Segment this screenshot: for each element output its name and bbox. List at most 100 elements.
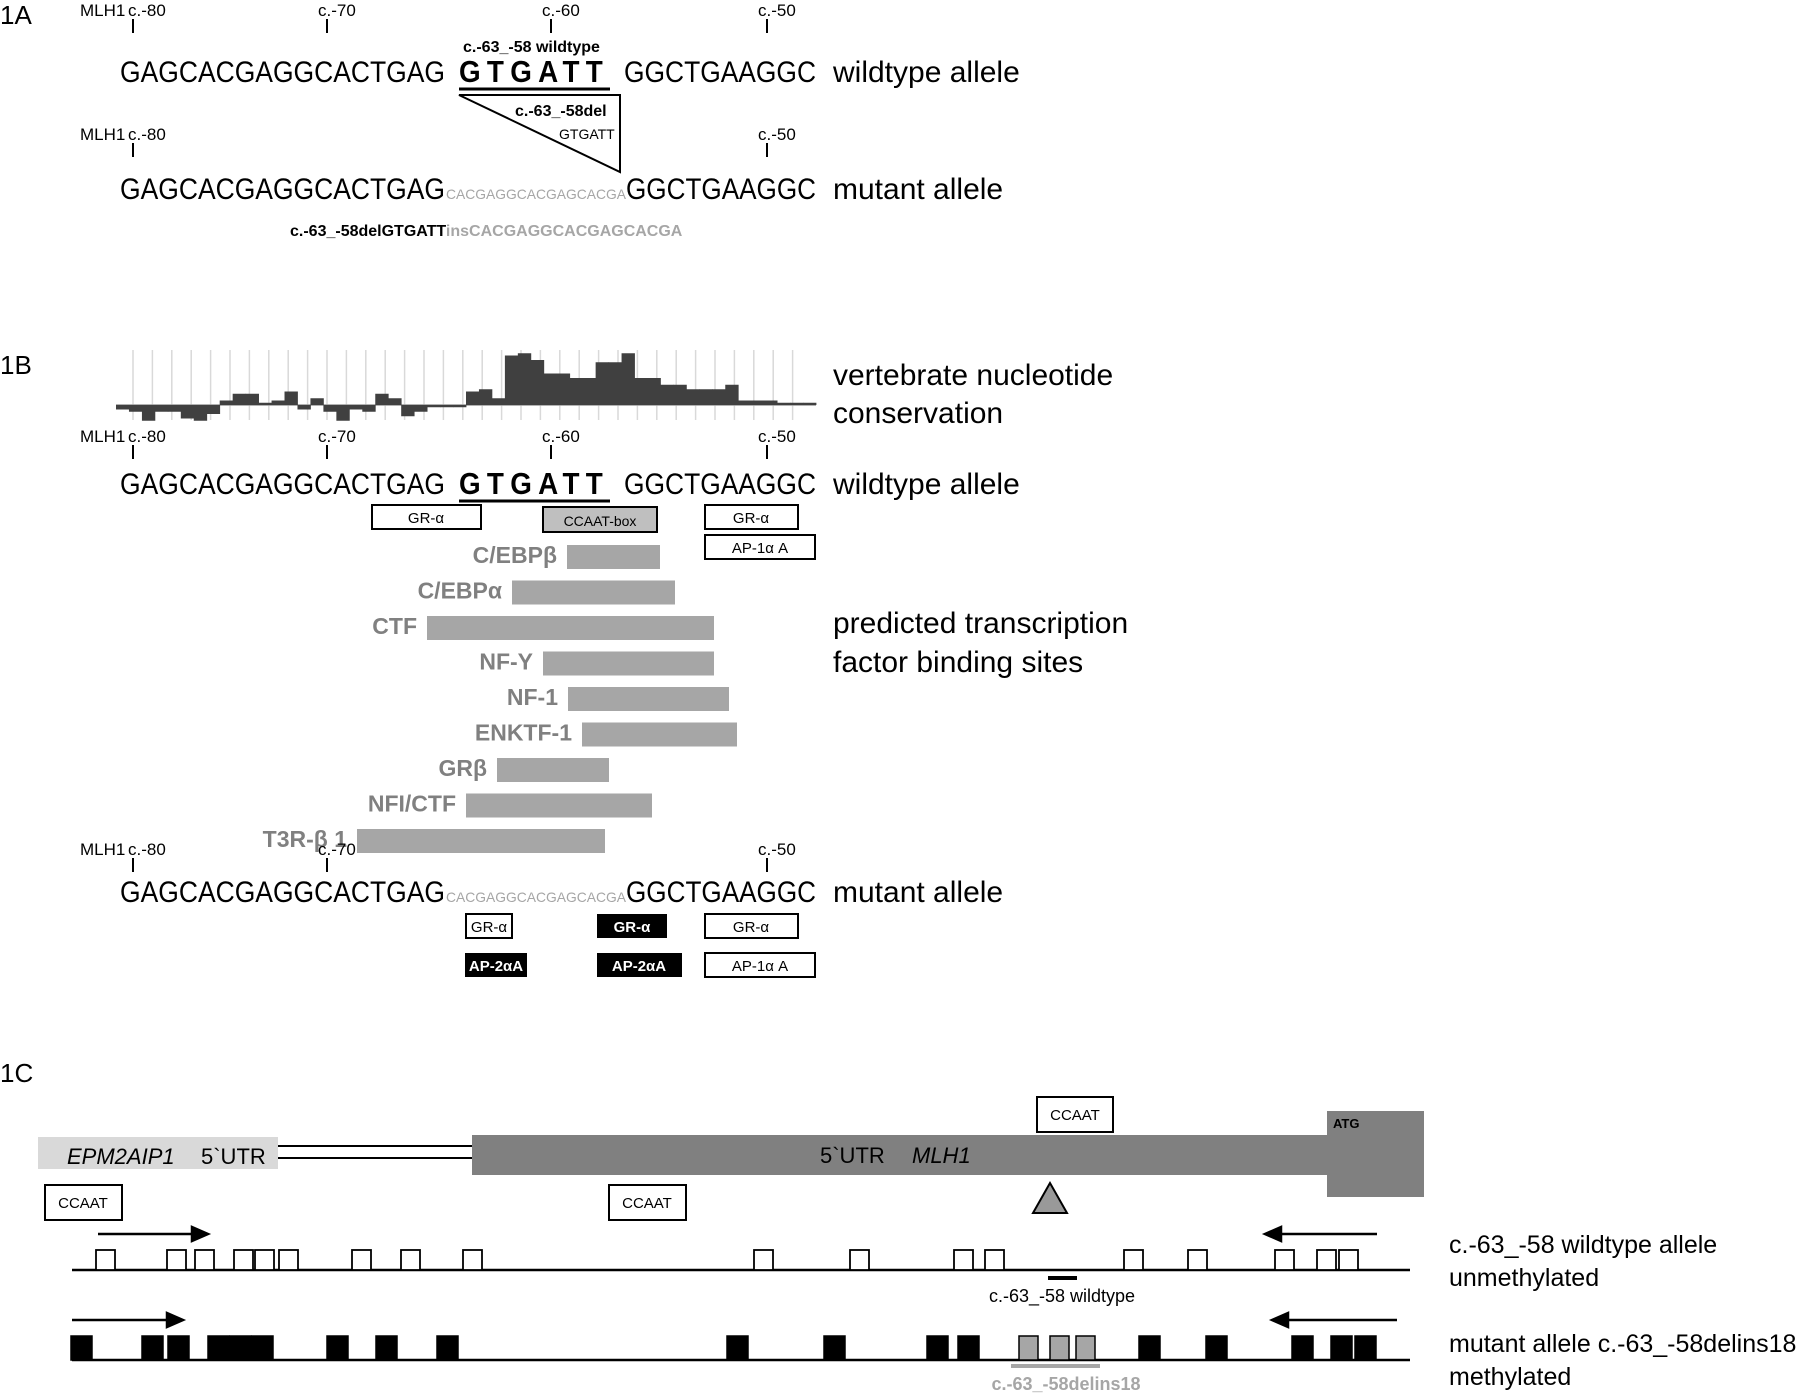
conservation-bar [647, 378, 661, 405]
ccaat-box [608, 1184, 687, 1221]
gr-alpha-label: GR-α [408, 510, 444, 527]
cpg-site-methylated [141, 1335, 164, 1361]
wt-motif: GTGATT [459, 54, 609, 89]
tick-marks [132, 19, 768, 33]
conservation-bar [595, 362, 609, 405]
conservation-bar [193, 405, 208, 421]
tf-site-bar [357, 829, 605, 853]
tf-site-bar [582, 722, 737, 747]
cpg-site [194, 1249, 215, 1271]
cpg-site-inserted [1018, 1335, 1039, 1361]
cpg-site-methylated [823, 1335, 846, 1361]
conservation-bar [556, 373, 571, 405]
mut-seq-left: GAGCACGAGGCACTGAG [120, 876, 445, 909]
epm2aip1-gene: EPM2AIP1 [67, 1144, 175, 1169]
ccaat-label: CCAAT [58, 1195, 108, 1212]
tf-site-label: NF-1 [507, 684, 558, 710]
conservation-bar [673, 384, 687, 405]
gene-label: MLH1 [80, 1, 125, 20]
conservation-bar [206, 405, 221, 414]
conservation-bar [504, 355, 519, 405]
panel-c-label: 1C [0, 1058, 33, 1088]
ccaat-label: CCAAT [622, 1195, 672, 1212]
cpg-site-methylated [436, 1335, 459, 1361]
cpg-site [984, 1249, 1005, 1271]
tf-site-label: C/EBPα [418, 578, 502, 604]
conservation-bar [491, 398, 506, 405]
conservation-bar [284, 391, 298, 405]
tf-site-bar [568, 687, 729, 711]
gr-alpha-box-new [597, 914, 667, 938]
conservation-bar [336, 405, 350, 421]
ap1-alpha-label: AP-1α A [732, 540, 788, 557]
tick-label: c.-60 [542, 427, 580, 446]
cpg-sites-inserted [1018, 1335, 1096, 1361]
cpg-site-methylated [957, 1335, 980, 1361]
conservation-bar [414, 405, 428, 412]
ap2-alpha-label: AP-2αA [469, 958, 523, 975]
tf-site-label: NFI/CTF [368, 791, 456, 817]
gene-label: MLH1 [80, 840, 125, 859]
wt-allele-label: wildtype allele [832, 468, 1020, 501]
primer-arrows [72, 1225, 1397, 1329]
conservation-bar [297, 405, 311, 410]
cpg-site-methylated [326, 1335, 349, 1361]
arrow-head [1261, 1225, 1283, 1243]
epm2aip1-utr: 5`UTR [201, 1144, 266, 1169]
tf-site-bar [512, 580, 675, 605]
cpg-site-methylated [1330, 1335, 1353, 1361]
ccaat-label: CCAAT [1050, 1107, 1100, 1124]
tick-label: c.-50 [758, 125, 796, 144]
cpg-site [753, 1249, 774, 1271]
conservation-bar [180, 405, 195, 419]
hgvs-insertion: insCACGAGGCACGAGCACGA [446, 223, 683, 240]
mut-insertion: CACGAGGCACGAGCACGA [446, 186, 627, 202]
cpg-site-inserted [1075, 1335, 1096, 1361]
ap2-alpha-box-new [465, 953, 527, 977]
cpg-site-methylated [1291, 1335, 1314, 1361]
wt-seq-right: GGCTGAAGGC [624, 56, 816, 89]
panel-a: 1A MLH1 c.-80 c.-70 c.-60 c.-50 c.-63_-5… [0, 0, 1020, 240]
tf-site-label: C/EBPβ [473, 542, 557, 568]
tf-site-bar [497, 758, 609, 782]
tf-site-label: T3R-β 1 [263, 826, 348, 852]
conservation-bars [116, 353, 817, 421]
conservation-bar [517, 353, 532, 405]
conservation-bar [764, 400, 778, 405]
tf-site-label: GRβ [438, 755, 487, 781]
tick-marks [132, 858, 768, 872]
arrow-head [165, 1311, 187, 1329]
tick-label: c.-50 [758, 1, 796, 20]
panel-c: 1C EPM2AIP1 5`UTR 5`UTR MLH1 ATG CCAAT C… [0, 1058, 1796, 1394]
tick-marks [132, 445, 768, 459]
cpg-site [1316, 1249, 1337, 1271]
mut-seq-right: GGCTGAAGGC [626, 173, 816, 206]
cpg-site-methylated [70, 1335, 93, 1361]
cpg-sites-unmethylated [95, 1249, 1359, 1271]
conservation-bar [349, 405, 363, 410]
cpg-site-methylated [251, 1335, 274, 1361]
conservation-bar [453, 405, 467, 408]
gr-alpha-box [704, 913, 799, 939]
conservation-bar [751, 400, 765, 405]
conservation-gridlines [132, 350, 794, 420]
tf-site-label: CTF [372, 613, 417, 639]
tf-site-label: ENKTF-1 [475, 720, 572, 746]
tick-label: c.-70 [318, 427, 356, 446]
wt-seq-left: GAGCACGAGGCACTGAG [120, 468, 445, 501]
tf-binding-sites: C/EBPβC/EBPαCTFNF-YNF-1ENKTF-1GRβNFI/CTF… [263, 542, 737, 853]
ap1-alpha-box [704, 952, 816, 978]
conservation-bar [310, 398, 324, 405]
conservation-bar [141, 405, 156, 421]
cpg-site [254, 1249, 275, 1271]
conservation-bar [128, 405, 143, 412]
conservation-bar [530, 360, 545, 405]
conservation-label-2: conservation [833, 397, 1003, 430]
cpg-site [462, 1249, 483, 1271]
mut-allele-label: mutant allele c.-63_-58delins18 [1449, 1330, 1796, 1358]
tf-label-2: factor binding sites [833, 646, 1083, 679]
cpg-site [400, 1249, 421, 1271]
ccaat-box [1036, 1096, 1114, 1133]
conservation-bar [725, 384, 739, 405]
conservation-bar [478, 389, 493, 405]
